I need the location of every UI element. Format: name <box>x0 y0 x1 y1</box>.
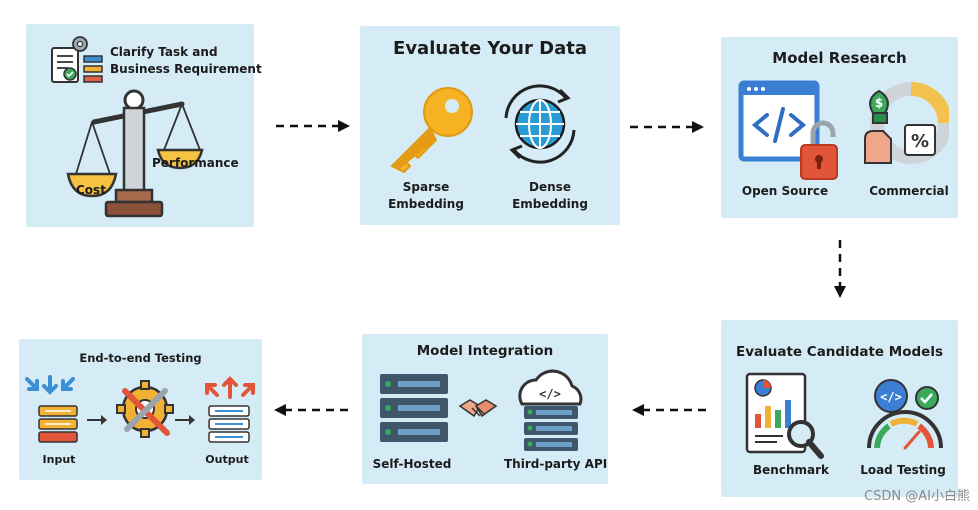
clarify-title-line2: Business Requirement <box>110 62 262 76</box>
clarify-task-box: Clarify Task and Business Requirement Co… <box>26 24 262 227</box>
gear-tools-icon <box>116 380 174 438</box>
dense-embedding-line1: Dense <box>529 180 571 194</box>
model-integration-title: Model Integration <box>416 343 554 359</box>
svg-text:$: $ <box>875 96 883 110</box>
input-stack-icon <box>38 405 78 443</box>
benchmark-label: Benchmark <box>753 463 829 477</box>
commercial-money-icon: % $ <box>864 82 949 164</box>
dense-embedding-line2: Embedding <box>512 197 588 211</box>
evaluate-data-title: Evaluate Your Data <box>393 38 587 59</box>
svg-text:</>: </> <box>880 390 902 404</box>
commercial-label: Commercial <box>869 184 949 198</box>
svg-text:%: % <box>911 131 929 152</box>
model-research-title: Model Research <box>772 49 907 67</box>
evaluate-candidates-box: Evaluate Candidate Models </> Benchmark … <box>721 320 958 497</box>
cloud-server-icon: </> <box>518 369 583 451</box>
arrow-clarify-to-data <box>276 120 350 132</box>
evaluate-candidates-title: Evaluate Candidate Models <box>736 344 943 360</box>
sparse-embedding-line2: Embedding <box>388 197 464 211</box>
arrow-integration-to-e2e <box>274 404 348 416</box>
performance-label: Performance <box>152 156 239 170</box>
watermark: CSDN @AI小白熊 <box>864 489 970 504</box>
arrow-data-to-research <box>630 121 704 133</box>
load-testing-label: Load Testing <box>860 463 946 477</box>
requirements-checklist-icon <box>51 36 103 83</box>
cost-label: Cost <box>76 183 106 197</box>
model-integration-box: Model Integration </> Self-Hosted Third-… <box>362 334 608 484</box>
arrow-right-icon <box>87 415 107 425</box>
self-hosted-label: Self-Hosted <box>372 457 452 471</box>
arrow-research-to-candidates <box>834 240 846 298</box>
arrow-right-icon-2 <box>175 415 195 425</box>
e2e-testing-box: End-to-end Testing <box>19 339 262 480</box>
output-label: Output <box>205 453 249 466</box>
output-arrows-icon <box>205 376 255 399</box>
output-stack-icon <box>208 405 250 443</box>
evaluate-data-box: Evaluate Your Data Sparse Embedding Dens… <box>360 26 620 225</box>
model-research-box: Model Research % $ Open Source Commercia… <box>721 37 958 218</box>
server-rack-icon <box>380 374 448 442</box>
open-source-label: Open Source <box>741 184 829 198</box>
input-arrows-icon <box>25 375 75 395</box>
balance-scale-icon <box>66 89 204 218</box>
arrow-candidates-to-integration <box>632 404 706 416</box>
sparse-embedding-line1: Sparse <box>402 180 450 194</box>
svg-text:</>: </> <box>539 387 561 401</box>
clarify-title-line1: Clarify Task and <box>110 45 218 59</box>
globe-icon <box>504 84 576 164</box>
open-source-code-lock-icon <box>738 80 838 180</box>
e2e-testing-title: End-to-end Testing <box>79 351 202 365</box>
key-icon <box>390 87 473 174</box>
input-label: Input <box>42 453 76 466</box>
load-testing-gauge-icon: </> <box>867 379 943 450</box>
third-party-api-label: Third-party API <box>504 457 608 471</box>
handshake-icon <box>458 399 498 418</box>
benchmark-report-icon <box>745 372 824 459</box>
